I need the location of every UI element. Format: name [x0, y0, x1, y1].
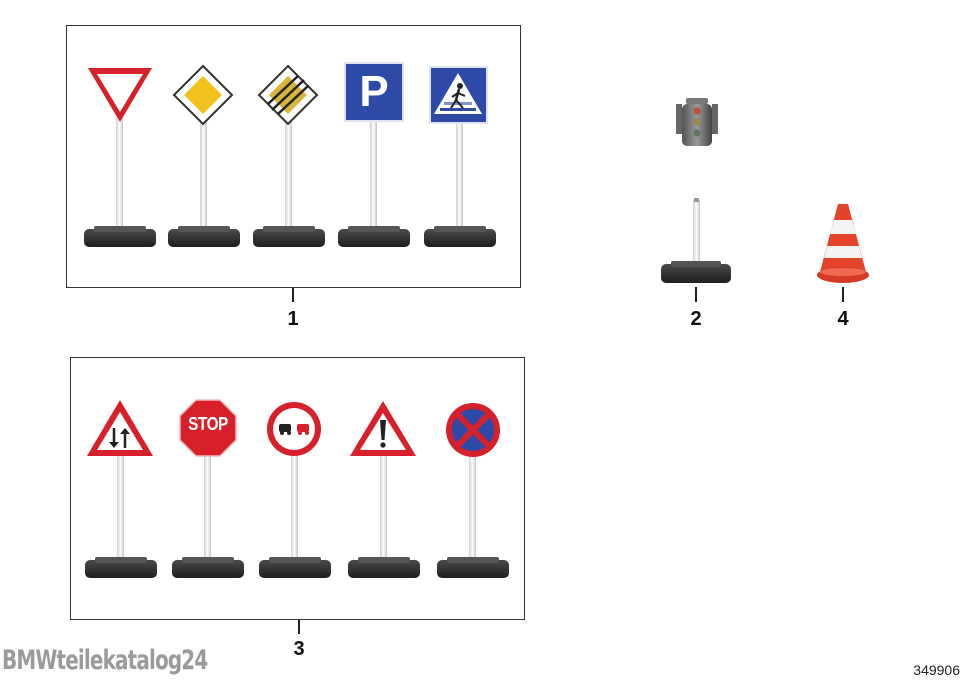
end-of-priority-road-sign: [253, 64, 325, 247]
callout-4: 4: [837, 308, 849, 330]
leader-line-2: [695, 287, 697, 302]
parking-sign: [338, 62, 410, 247]
pedestrian-crossing-sign: [424, 66, 496, 247]
callout-1: 1: [287, 308, 299, 330]
callout-2: 2: [690, 308, 702, 330]
priority-road-sign: [168, 64, 240, 247]
no-stopping-sign: [437, 403, 509, 578]
leader-line-1: [292, 288, 294, 302]
two-way-traffic-sign: [85, 400, 157, 578]
watermark-logo: BMWteilekatalog24: [2, 645, 208, 676]
parking-letter: P: [359, 67, 389, 116]
stop-sign: [172, 399, 244, 578]
traffic-cone: [817, 204, 869, 283]
danger-warning-sign: [348, 401, 420, 578]
leader-line-4: [842, 287, 844, 302]
no-overtaking-sign: [259, 402, 331, 578]
leader-line-3: [298, 620, 300, 634]
traffic-light: [661, 98, 731, 283]
callout-3: 3: [293, 638, 305, 660]
yield-sign: [84, 68, 156, 247]
stop-sign-text: STOP: [188, 414, 228, 434]
diagram-id: 349906: [913, 662, 960, 678]
